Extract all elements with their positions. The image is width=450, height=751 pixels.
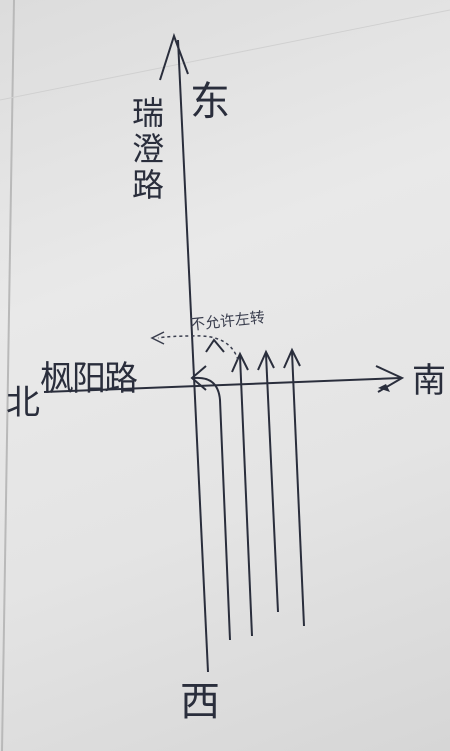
south-arrow-mark — [378, 384, 390, 392]
east-arrowhead — [159, 32, 189, 81]
vertical-road-name: 瑞澄路 — [127, 96, 165, 204]
paper-fold-line — [1, 0, 15, 751]
prohibited-arc-arrowhead — [150, 331, 165, 345]
straight-lane-arrowhead-3 — [283, 347, 301, 369]
east-direction-label: 东 — [190, 79, 230, 125]
horizontal-road-name: 枫阳路 — [40, 359, 138, 399]
left-turn-arrowhead-2 — [205, 338, 225, 353]
paper-crease-line — [0, 9, 450, 101]
north-direction-label: 北 — [6, 383, 40, 423]
horizontal-road-line — [43, 377, 401, 393]
straight-lane-arrow-1 — [239, 355, 253, 637]
straight-lane-arrowhead-2 — [257, 349, 275, 371]
vertical-road-line — [177, 39, 209, 673]
straight-lane-arrow-3 — [291, 351, 305, 627]
south-direction-label: 南 — [412, 361, 446, 401]
straight-lane-arrow-2 — [265, 353, 279, 613]
prohibited-left-turn-arc — [157, 335, 239, 361]
left-turn-arrowhead — [190, 365, 207, 391]
west-direction-label: 西 — [180, 679, 220, 725]
straight-lane-arrowhead-1 — [231, 351, 249, 373]
left-turn-lane-arrow — [193, 376, 231, 641]
